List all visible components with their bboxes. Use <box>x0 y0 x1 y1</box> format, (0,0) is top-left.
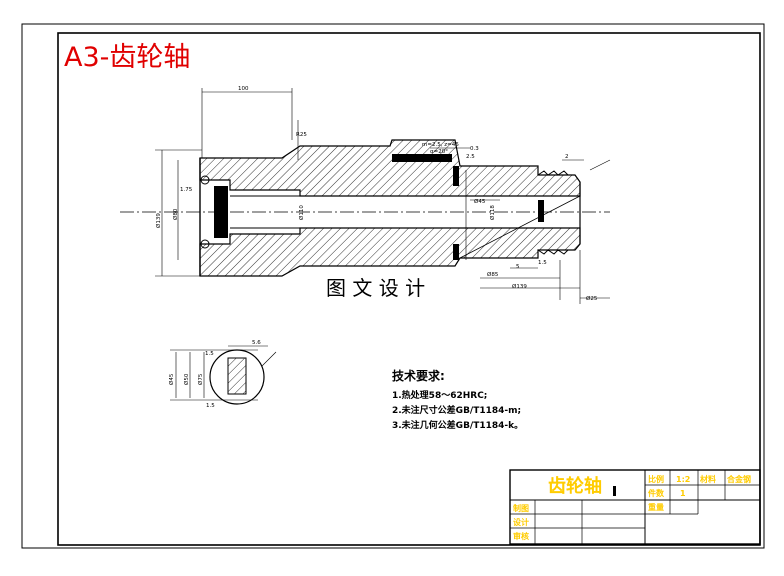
dim-tol-03: 0.3 <box>470 146 479 152</box>
tb-design-label: 设计 <box>513 517 529 527</box>
dim-alpha: α=20° <box>430 149 448 155</box>
dim-d80: Ø80 <box>172 208 179 220</box>
inner-frame <box>57 32 761 546</box>
dim-2: 2 <box>565 154 569 160</box>
tb-qty-label: 件数 <box>648 488 665 498</box>
tb-material-label: 材料 <box>700 474 716 484</box>
tb-qty-value: 1 <box>680 489 686 498</box>
dim-d139-bottom: Ø139 <box>512 283 527 290</box>
dim-175: 1.75 <box>180 187 193 193</box>
tb-weight-label: 重量 <box>648 502 664 512</box>
dim-5: 5 <box>516 264 520 270</box>
sec-d45: Ø45 <box>168 373 175 385</box>
sec-15: 1.5 <box>205 351 214 357</box>
lower-hatch <box>199 227 581 277</box>
dim-d45: Ø45 <box>474 198 486 205</box>
sec-d50: Ø50 <box>183 373 190 385</box>
sec-56: 5.6 <box>252 340 261 346</box>
watermark: 图 文 设 计 <box>326 276 425 300</box>
outer-frame <box>21 23 765 549</box>
tb-material-value: 合金钢 <box>726 474 751 484</box>
dim-d118: Ø118 <box>489 205 496 220</box>
section-view: 1.5 5.6 Ø45 Ø50 Ø75 1.5 <box>168 340 277 409</box>
dim-tol-25: 2.5 <box>466 154 475 160</box>
dim-d25: Ø25 <box>586 295 598 302</box>
sheet-label: A3-齿轮轴 <box>64 42 190 73</box>
sec-d75: Ø75 <box>197 373 204 385</box>
tech-line-3: 3.未注几何公差GB/T1184-k。 <box>392 419 523 431</box>
dim-d110: Ø110 <box>298 205 305 220</box>
tb-scale-label: 比例 <box>648 474 664 484</box>
dim-module: m=2.5, z=46 <box>422 142 459 148</box>
dim-d85: Ø85 <box>487 271 499 278</box>
dim-r25: R25 <box>296 132 307 138</box>
sec-w15: 1.5 <box>206 403 215 409</box>
shaft-section <box>120 139 610 277</box>
tb-scale-value: 1:2 <box>676 475 690 484</box>
dimension-lines <box>155 88 611 304</box>
tech-title: 技术要求: <box>392 368 445 383</box>
dim-d139-left: Ø139 <box>155 213 162 228</box>
gear-band <box>392 154 452 162</box>
dim-100: 100 <box>238 86 249 92</box>
tb-draw-label: 制图 <box>513 503 529 513</box>
tech-line-2: 2.未注尺寸公差GB/T1184-m; <box>392 404 521 416</box>
title-block: 齿轮轴 比例 1:2 材料 合金钢 件数 1 重量 制图 设计 审核 <box>509 469 761 545</box>
upper-hatch <box>199 139 581 197</box>
dim-15: 1.5 <box>538 260 547 266</box>
tech-line-1: 1.热处理58～62HRC; <box>392 389 487 401</box>
tech-requirements: 技术要求: 1.热处理58～62HRC; 2.未注尺寸公差GB/T1184-m;… <box>392 368 523 431</box>
tb-name: 齿轮轴 <box>548 475 602 497</box>
bearing-block <box>214 186 228 238</box>
tb-review-label: 审核 <box>513 531 529 541</box>
